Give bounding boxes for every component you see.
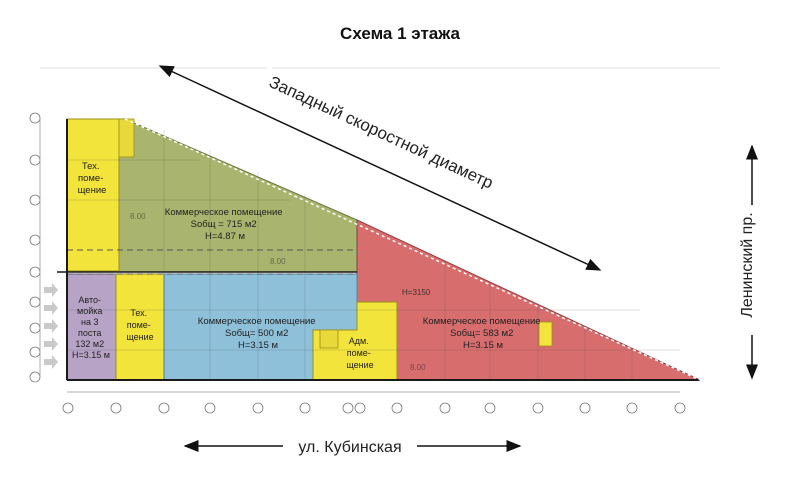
room-commercial-red <box>356 219 701 381</box>
tech-mid-label: Тех. поме- щение <box>126 308 153 342</box>
room-tech-top <box>66 118 120 272</box>
commercial-red-label: Коммерческое помещение Sобщ= 583 м2 H=3.… <box>423 316 543 351</box>
commercial-green-label: Коммерческое помещение Sобщ = 715 м2 H=4… <box>165 207 285 242</box>
tech-top-label: Тех. поме- щение <box>78 161 107 196</box>
commercial-blue-label: Коммерческое помещение Sобщ= 500 м2 H=3.… <box>198 316 318 351</box>
level-mark-green-2: 8.00 <box>270 257 286 266</box>
street-west-diameter: Западный скоростной диаметр <box>266 72 496 192</box>
west-diameter-arrow <box>158 65 602 271</box>
room-carwash <box>66 273 117 381</box>
level-mark-green: 8.00 <box>130 212 146 221</box>
street-kubinskaya: ул. Кубинская <box>298 439 401 456</box>
level-mark-red: 8.00 <box>410 363 426 372</box>
carwash-label: Авто- мойка на 3 поста 132 м2 H=3.15 м <box>72 295 110 360</box>
page-title: Схема 1 этажа <box>340 24 460 43</box>
admin-label: Адм. поме- щение <box>346 336 373 370</box>
street-leninsky: Ленинский пр. <box>739 212 756 317</box>
height-mark-red: H=3150 <box>402 288 431 297</box>
